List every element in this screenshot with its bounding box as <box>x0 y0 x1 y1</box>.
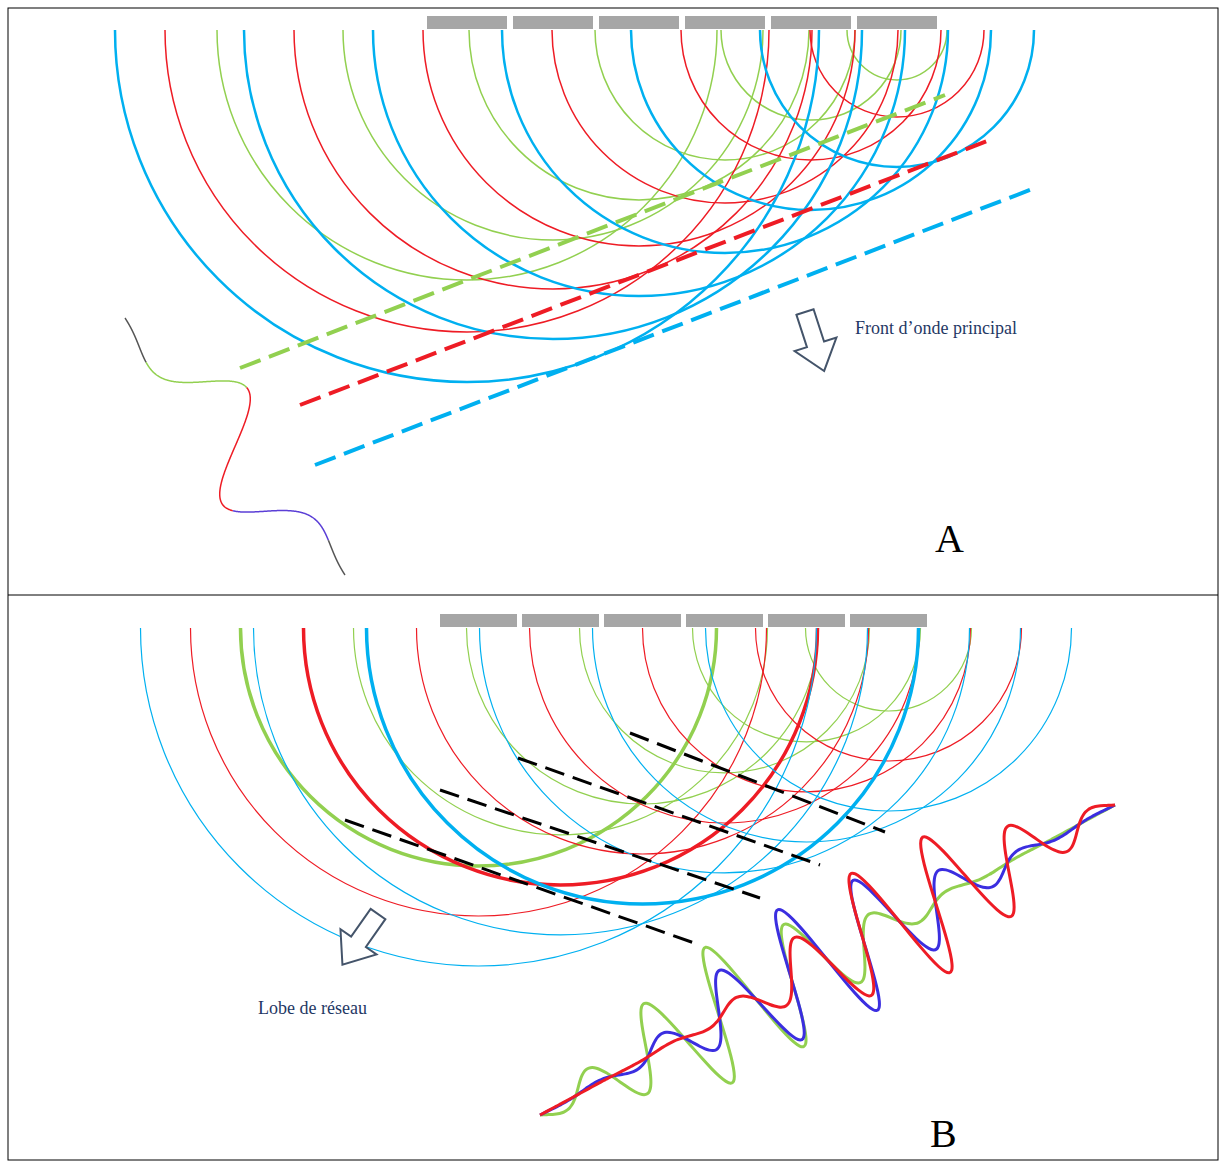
wavefront-arc <box>593 628 1021 842</box>
wavefront-arc <box>241 628 717 866</box>
pulse-wave <box>540 805 1115 1115</box>
array-element <box>686 614 763 627</box>
direction-arrow <box>784 305 845 378</box>
wavefront-arc <box>580 628 870 773</box>
pulse-wave <box>540 805 1115 1115</box>
wavefront-arc <box>141 628 817 966</box>
wavefront-arc <box>806 628 972 711</box>
array-element <box>427 16 507 29</box>
panel-b <box>141 614 1116 1115</box>
panel-divider <box>8 595 1218 596</box>
wavefront-arc <box>810 30 984 117</box>
panel-letter: B <box>930 1110 957 1157</box>
pulse-wave <box>540 805 1115 1115</box>
wavefront-arc <box>354 628 768 835</box>
annotation: Front d’onde principal <box>855 318 1017 339</box>
array-element <box>850 614 927 627</box>
wavefront-line <box>240 95 945 368</box>
wavefront-arc <box>693 628 921 742</box>
wavefront-arc <box>217 30 717 280</box>
array-element <box>599 16 679 29</box>
grating-wavefront <box>345 820 700 945</box>
array-element <box>513 16 593 29</box>
wavefront-arc <box>254 628 868 935</box>
wavefront-arc <box>417 628 869 854</box>
array-element <box>522 614 599 627</box>
pulse-wave <box>146 362 247 387</box>
pulse-wave <box>220 388 251 511</box>
grating-wavefront <box>518 758 820 865</box>
frame <box>8 8 1218 1160</box>
wavefront-line <box>300 140 990 405</box>
wavefront-arc <box>631 30 991 210</box>
panel-a <box>115 16 1035 575</box>
pulse-wave <box>233 511 329 541</box>
array-element <box>604 614 681 627</box>
panel-letter: A <box>935 515 964 562</box>
wavefront-arc <box>552 30 898 203</box>
wavefront-arc <box>423 30 855 246</box>
wavefront-arc <box>343 30 763 240</box>
pulse-wave <box>328 540 345 575</box>
wavefront-arc <box>165 30 769 332</box>
wavefront-arc <box>304 628 818 885</box>
wavefront-arc <box>756 628 1022 761</box>
pulse-wave <box>125 318 146 362</box>
wavefront-arc <box>502 30 948 253</box>
wavefront-arc <box>294 30 812 289</box>
wavefront-line <box>315 188 1035 465</box>
wavefront-arc <box>706 628 1072 811</box>
array-element <box>857 16 937 29</box>
wavefront-arc <box>373 30 905 296</box>
annotation: Lobe de réseau <box>258 998 367 1019</box>
array-element <box>771 16 851 29</box>
wavefront-arc <box>115 30 819 382</box>
wavefront-arc <box>480 628 970 873</box>
grating-wavefront <box>630 733 885 832</box>
array-element <box>768 614 845 627</box>
wavefront-arc <box>681 30 941 160</box>
wavefront-arc <box>760 30 1034 167</box>
array-element <box>685 16 765 29</box>
grating-wavefront <box>440 790 760 898</box>
array-element <box>440 614 517 627</box>
direction-arrow <box>324 901 396 977</box>
